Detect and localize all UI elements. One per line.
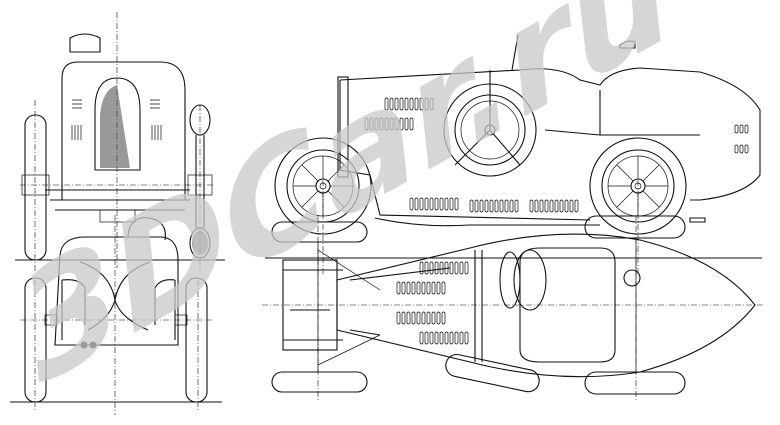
front-view xyxy=(15,12,225,272)
front-wheel-left xyxy=(21,114,50,261)
grille-shading xyxy=(100,85,130,168)
top-spare-wheel xyxy=(445,353,540,393)
cockpit xyxy=(519,247,616,363)
rear-wheel-right xyxy=(174,277,208,403)
rear-view xyxy=(10,215,222,415)
top-rear-wheel-upper xyxy=(584,215,686,239)
radiator-grille xyxy=(94,77,141,171)
steering-wheel xyxy=(513,249,547,311)
top-front-wheel-lower xyxy=(271,371,368,393)
front-wheel-right xyxy=(187,104,213,259)
top-body-outline xyxy=(336,233,756,378)
rear-wheel-left xyxy=(24,277,58,403)
rear-body xyxy=(54,236,179,346)
top-rear-wheel-lower xyxy=(584,371,686,395)
front-axle-frame xyxy=(282,259,338,351)
windscreen xyxy=(69,33,101,53)
top-view xyxy=(262,215,765,400)
front-body xyxy=(61,61,186,201)
top-front-wheel-upper xyxy=(271,221,368,243)
side-view xyxy=(265,34,762,275)
spare-wheel xyxy=(443,70,537,177)
watermark-text: 3DCar.ru xyxy=(2,0,689,418)
side-body-outline xyxy=(339,67,761,201)
